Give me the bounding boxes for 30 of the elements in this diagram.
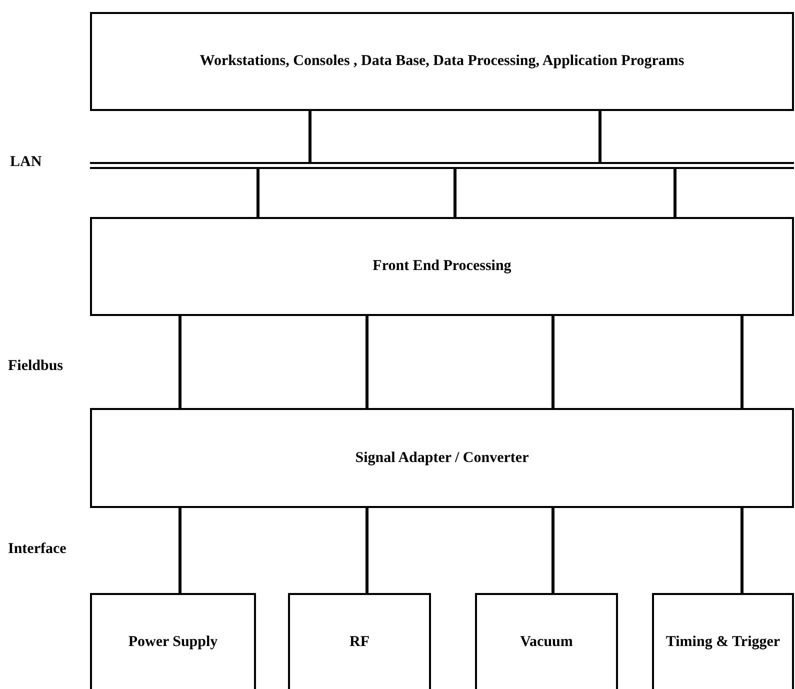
- bus-label: Interface: [8, 541, 66, 558]
- connector-line: [674, 169, 676, 217]
- connector-line: [740, 316, 744, 408]
- connector-line: [178, 316, 182, 408]
- box-label: Timing & Trigger: [664, 634, 782, 650]
- connector-line: [366, 508, 368, 593]
- subsystem-box: [288, 593, 431, 689]
- connector-line: [454, 169, 456, 217]
- box-label: Workstations, Consoles , Data Base, Data Processing, Application Programs: [200, 53, 684, 70]
- box-label: RF: [348, 634, 370, 650]
- box-label: Vacuum: [519, 634, 574, 650]
- connector-line: [552, 508, 554, 593]
- bus-label: Fieldbus: [8, 358, 64, 375]
- connector-line: [552, 316, 554, 408]
- box-label: Power Supply: [127, 634, 219, 650]
- subsystem-box: [475, 593, 618, 689]
- box-label: Signal Adapter / Converter: [355, 450, 529, 466]
- connector-line: [178, 508, 182, 593]
- subsystem-box: [90, 593, 256, 689]
- connector-line: [366, 316, 368, 408]
- box-label: Front End Processing: [372, 258, 512, 275]
- connector-line: [598, 111, 602, 162]
- connector-line: [256, 169, 260, 217]
- connector-line: [740, 508, 744, 593]
- layer-box: [90, 408, 794, 508]
- connector-line: [308, 111, 312, 162]
- bus-label: LAN: [10, 154, 42, 171]
- layer-box: [90, 217, 794, 316]
- subsystem-box: [652, 593, 794, 689]
- layer-box: [90, 12, 794, 111]
